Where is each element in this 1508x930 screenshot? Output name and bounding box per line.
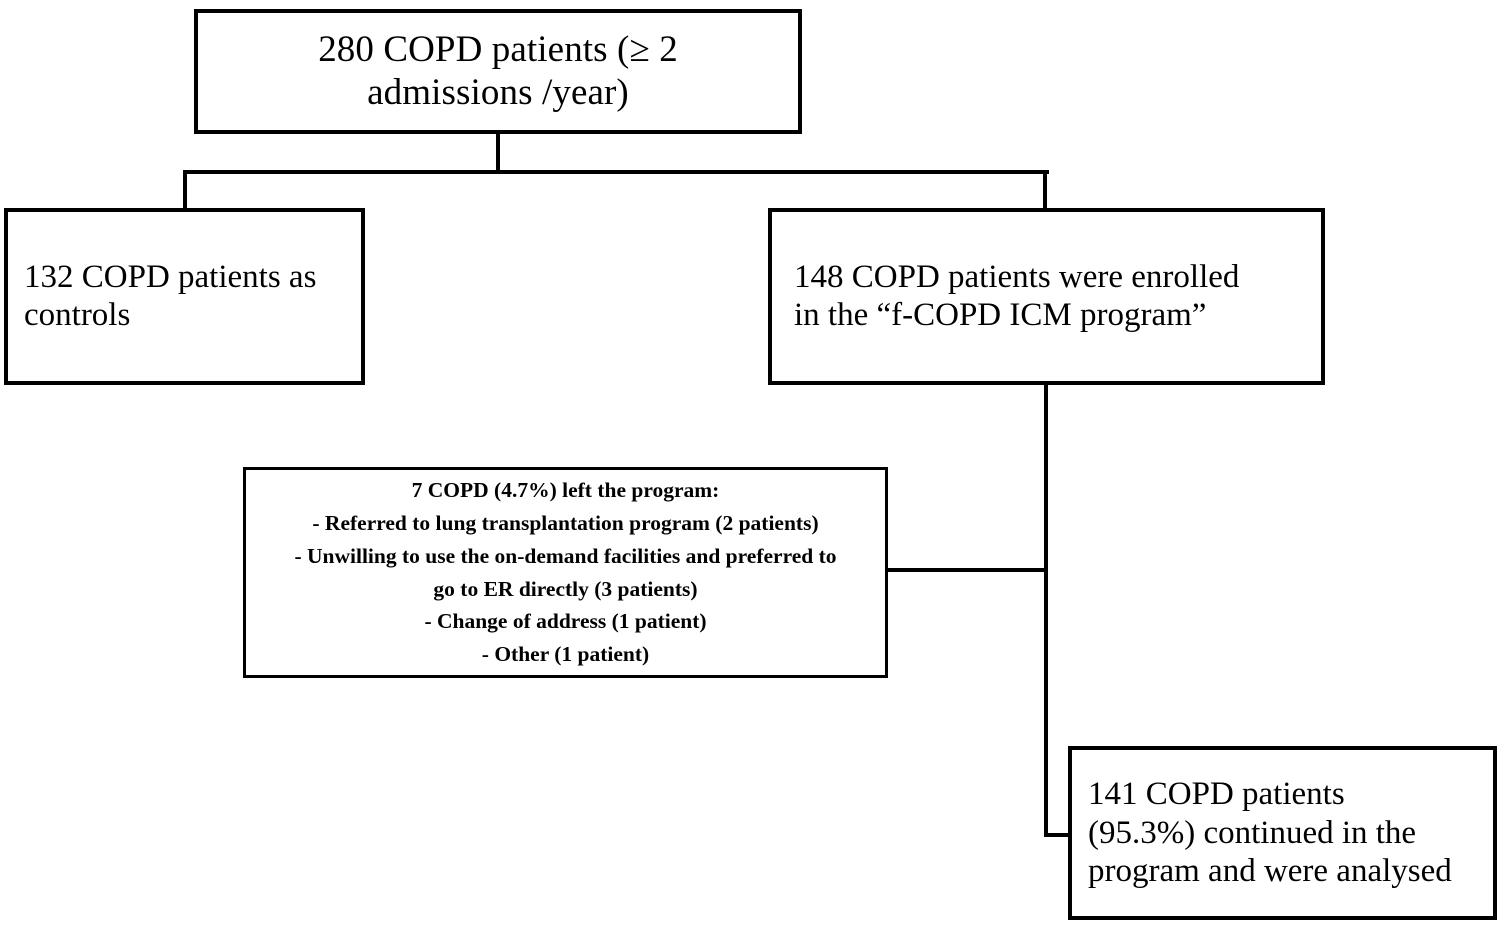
dropout-reason-2: - Unwilling to use the on-demand facilit… <box>294 543 837 601</box>
connector-total-to-split <box>496 132 500 172</box>
node-controls: 132 COPD patients as controls <box>4 208 365 385</box>
connector-spine-to-dropout <box>886 568 1046 572</box>
connector-enrolled-spine <box>1044 383 1048 837</box>
node-dropouts: 7 COPD (4.7%) left the program: - Referr… <box>243 467 888 678</box>
dropout-reason-1: - Referred to lung transplantation progr… <box>312 511 819 536</box>
node-analysed: 141 COPD patients (95.3%) continued in t… <box>1068 746 1497 920</box>
dropout-reason-list: 7 COPD (4.7%) left the program: - Referr… <box>246 474 885 670</box>
node-analysed-label: 141 COPD patients (95.3%) continued in t… <box>1088 775 1452 890</box>
dropout-heading: 7 COPD (4.7%) left the program: <box>411 478 720 503</box>
dropout-reason-3: - Change of address (1 patient) <box>424 609 707 634</box>
node-enrolled-label: 148 COPD patients were enrolled in the “… <box>794 258 1240 333</box>
node-total-cohort-label: 280 COPD patients (≥ 2 admissions /year) <box>318 29 678 113</box>
connector-split-bar <box>183 170 1049 174</box>
node-total-cohort: 280 COPD patients (≥ 2 admissions /year) <box>194 9 802 134</box>
connector-split-to-controls <box>183 170 187 210</box>
connector-split-to-enrolled <box>1043 170 1047 210</box>
connector-spine-to-analysed <box>1044 833 1072 837</box>
dropout-reason-4: - Other (1 patient) <box>481 641 650 666</box>
node-controls-label: 132 COPD patients as controls <box>24 258 317 333</box>
node-enrolled: 148 COPD patients were enrolled in the “… <box>768 208 1325 385</box>
